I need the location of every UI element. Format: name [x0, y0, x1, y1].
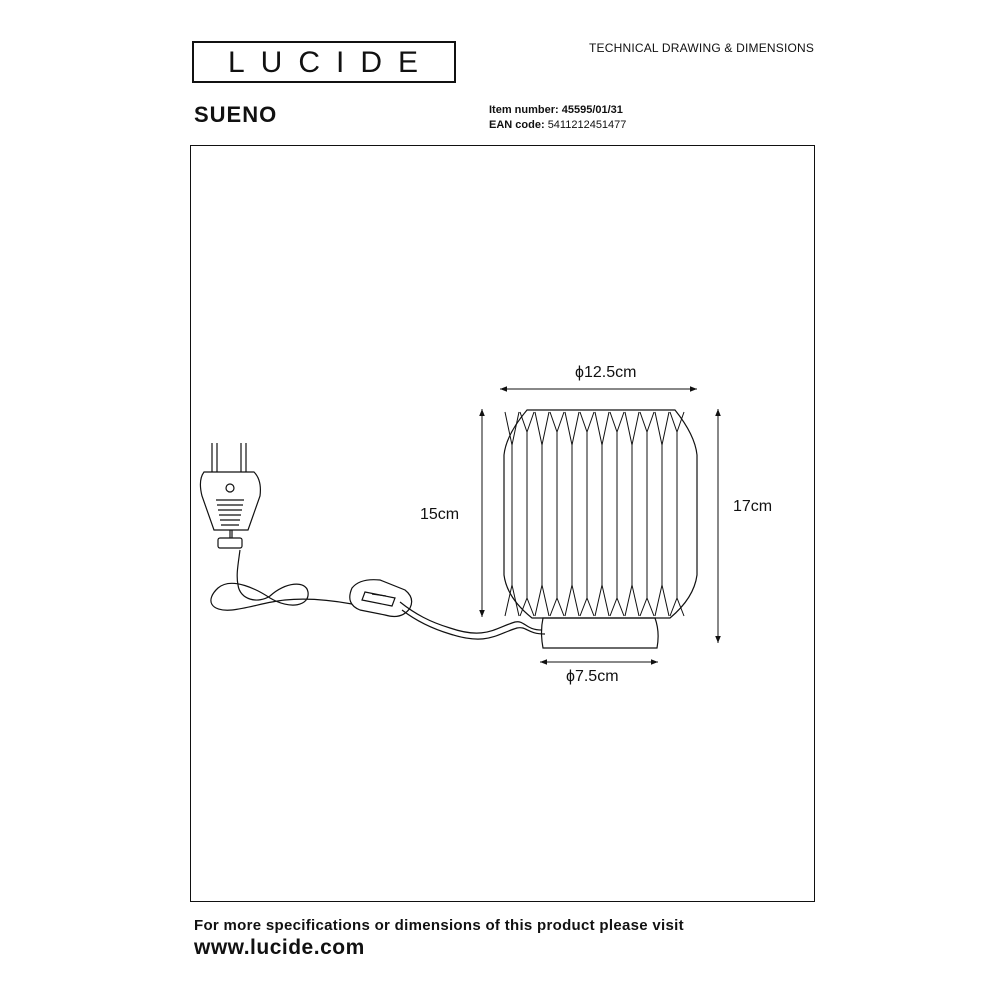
shade-rib-bottom	[504, 584, 520, 617]
total-height-label: 17cm	[733, 498, 772, 515]
shade-rib-bottom	[654, 584, 670, 617]
shade-rib-top	[639, 411, 655, 434]
shade-rib-top	[549, 411, 565, 434]
shade-rib-top	[654, 411, 670, 446]
inline-switch	[349, 579, 413, 618]
shade-rib-top	[579, 411, 595, 434]
lamp-base	[540, 617, 659, 649]
item-number-value: 45595/01/31	[561, 104, 623, 116]
power-cable	[210, 549, 543, 634]
shade-rib-top	[609, 411, 625, 434]
shade-rib-top	[519, 411, 535, 434]
shade-rib-top	[534, 411, 550, 446]
shade-rib-bottom	[609, 596, 625, 617]
ean-code-line: EAN code: 5411212451477	[489, 119, 626, 131]
shade-rib-bottom	[519, 596, 535, 617]
item-number-line: Item number: 45595/01/31	[489, 104, 623, 116]
shade-rib-bottom	[624, 584, 640, 617]
shade-rib-top	[669, 411, 685, 434]
ean-code-label: EAN code:	[489, 119, 545, 131]
brand-logo-text: LUCIDE	[227, 46, 435, 79]
shade-height-label: 15cm	[420, 506, 459, 523]
dimension-lines	[479, 386, 721, 665]
drawing-frame	[190, 145, 815, 902]
shade-rib-bottom	[564, 584, 580, 617]
shade-rib-bottom	[594, 584, 610, 617]
lamp-shade	[503, 409, 698, 619]
footer-website-link[interactable]: www.lucide.com	[194, 936, 365, 959]
shade-rib-bottom	[669, 596, 685, 617]
footer-info-text: For more specifications or dimensions of…	[194, 917, 684, 934]
shade-rib-top	[564, 411, 580, 446]
shade-rib-bottom	[534, 584, 550, 617]
shade-rib-bottom	[549, 596, 565, 617]
base-diameter-label: ϕ7.5cm	[566, 668, 619, 685]
product-name: SUENO	[194, 102, 278, 127]
brand-logo: LUCIDE	[192, 41, 456, 83]
shade-rib-bottom	[639, 596, 655, 617]
shade-rib-top	[504, 411, 520, 446]
top-diameter-label: ϕ12.5cm	[575, 364, 636, 381]
ean-code-value: 5411212451477	[547, 119, 627, 131]
shade-rib-top	[624, 411, 640, 446]
shade-rib-top	[594, 411, 610, 446]
shade-rib-bottom	[579, 596, 595, 617]
document-title: TECHNICAL DRAWING & DIMENSIONS	[589, 41, 815, 55]
power-plug	[199, 443, 261, 549]
item-number-label: Item number:	[489, 104, 559, 116]
